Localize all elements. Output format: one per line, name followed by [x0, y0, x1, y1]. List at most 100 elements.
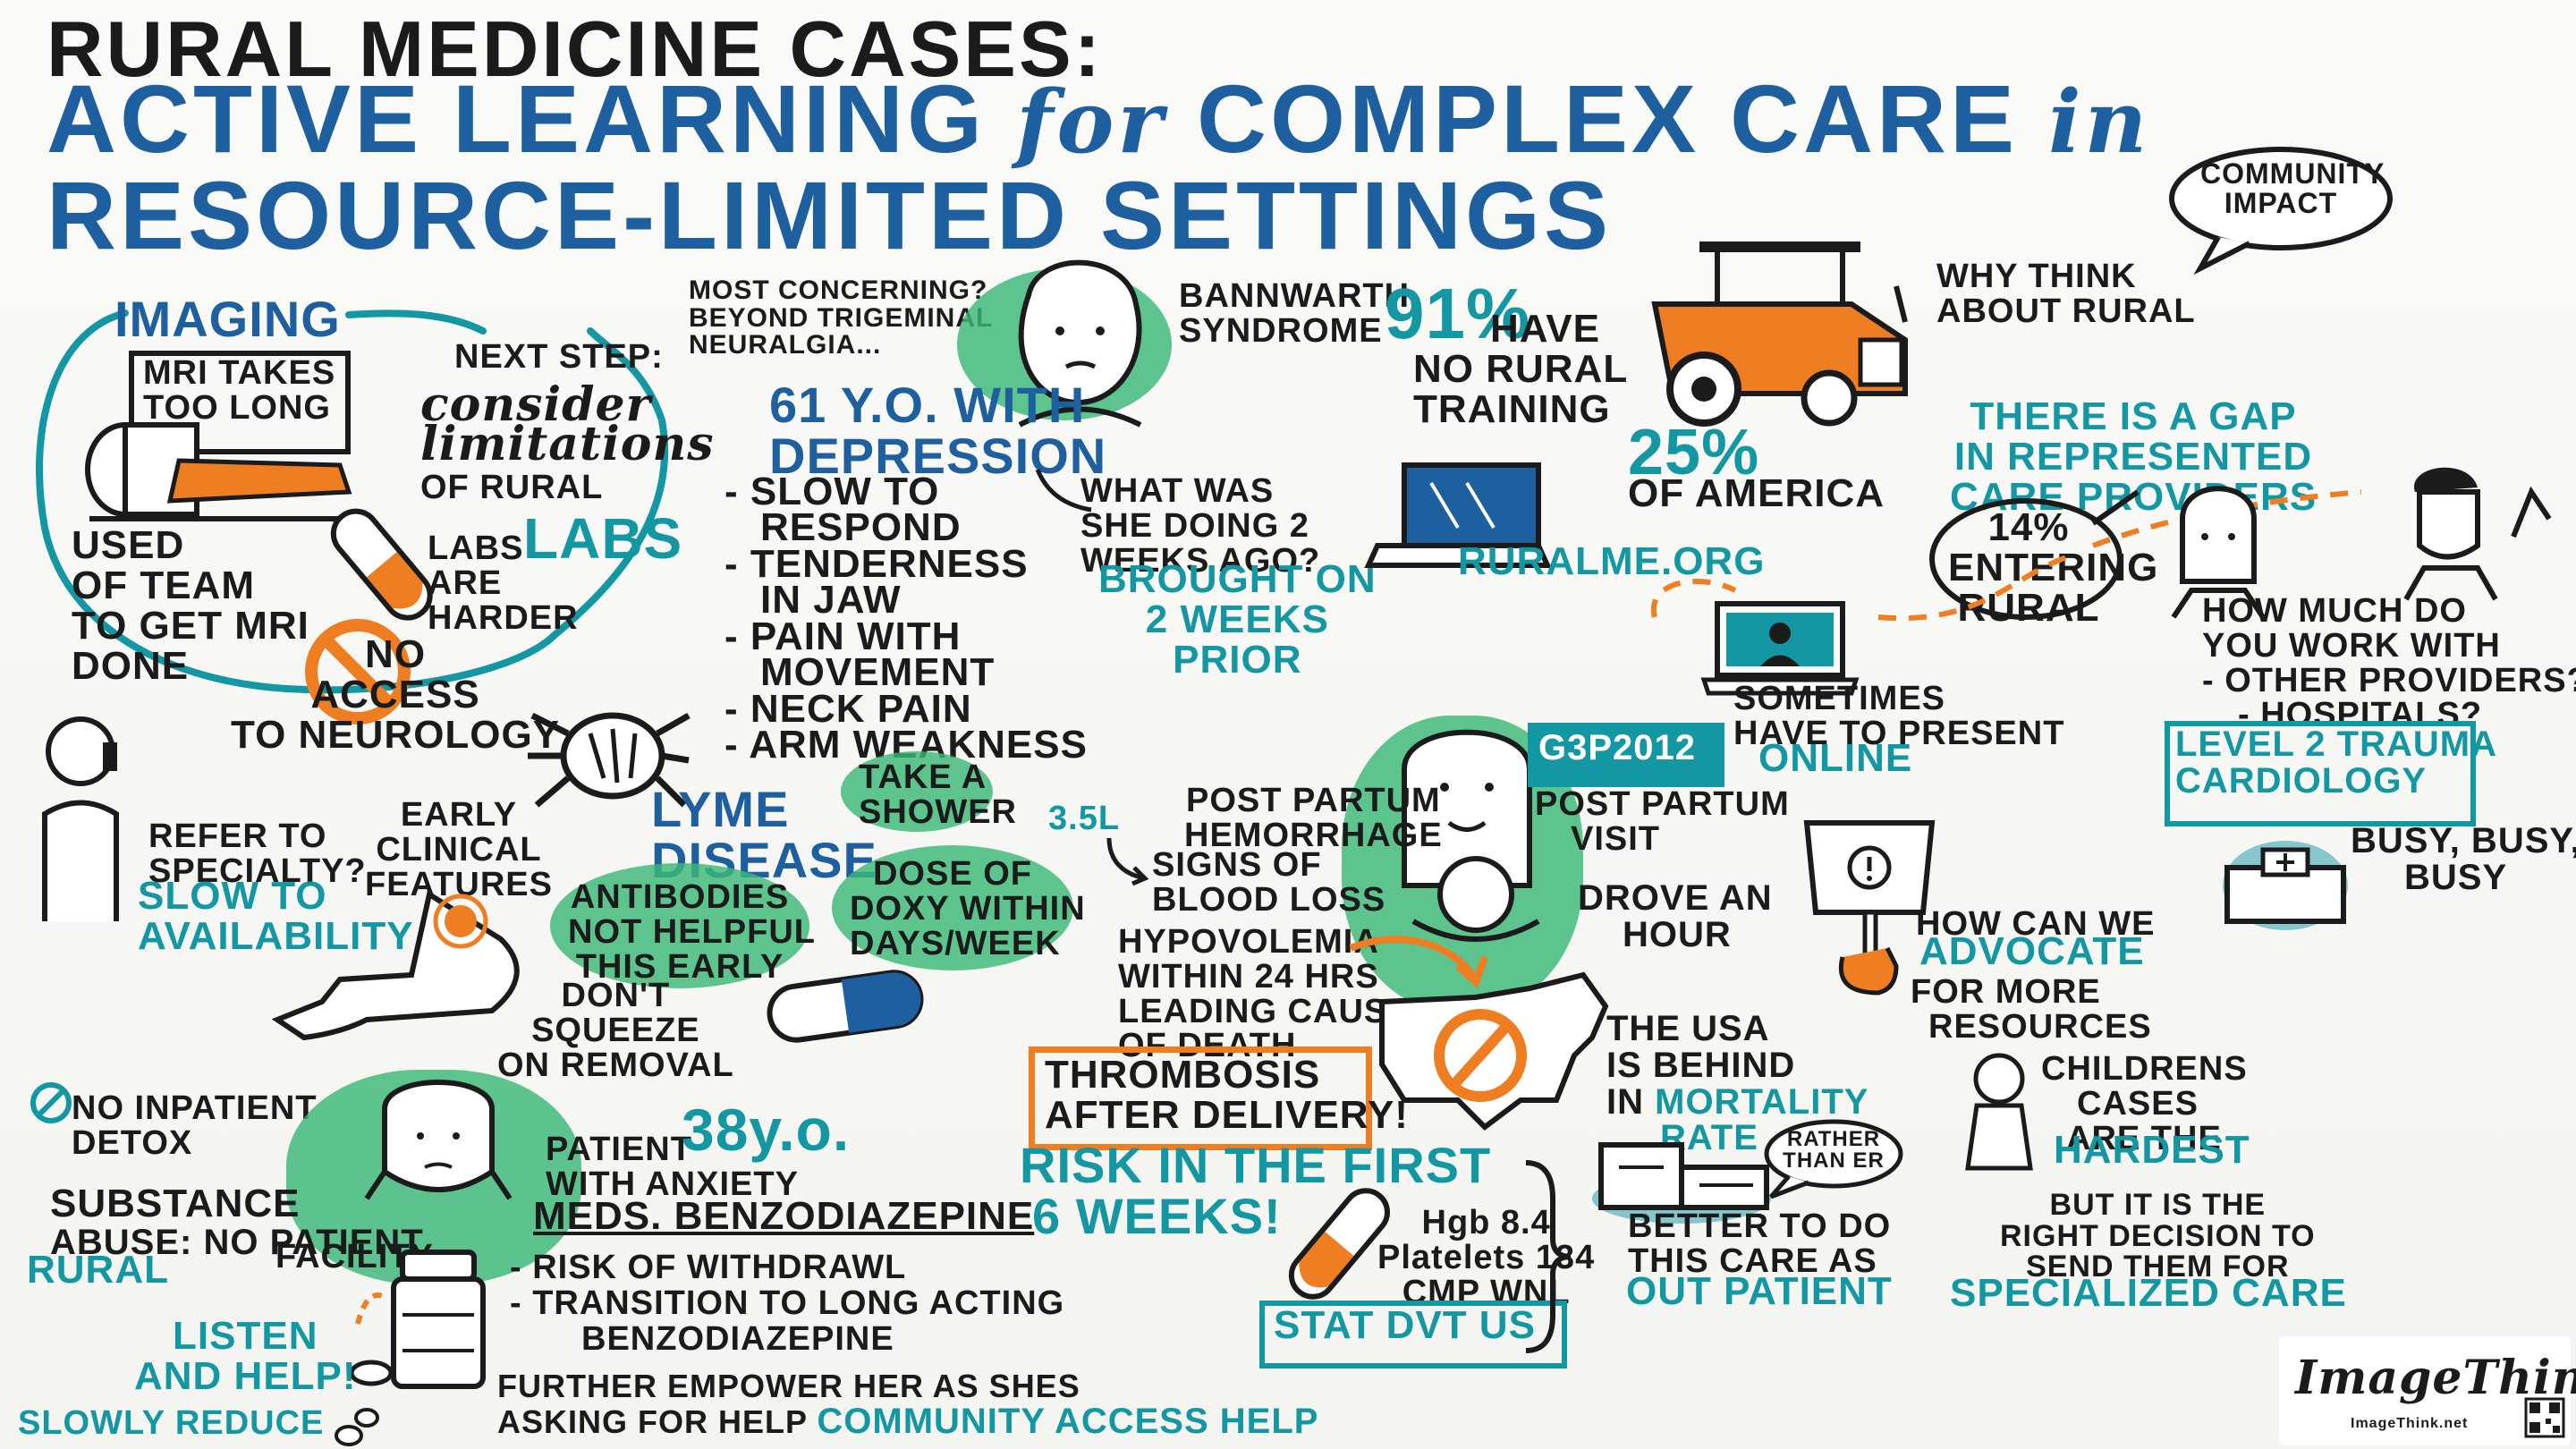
- imagethink-logo-text: ImageThink: [2295, 1351, 2576, 1405]
- community-impact-text: COMMUNITY IMPACT: [2200, 157, 2385, 217]
- drove-line-1: DROVE AN: [1578, 878, 1773, 918]
- shower-blob: [841, 751, 993, 832]
- liters-text: 3.5L: [1048, 800, 1121, 837]
- antibodies-text: ANTIBODIES NOT HELPFUL THIS EARLY: [568, 880, 816, 986]
- and-help-line: AND HELP!: [134, 1353, 357, 1398]
- drove-line-2: HOUR: [1623, 914, 1732, 954]
- brought-line-3: PRIOR: [1173, 637, 1302, 682]
- thrombosis-line-2: AFTER DELIVERY!: [1045, 1092, 1409, 1137]
- no-access-line-2: ACCESS: [310, 672, 480, 716]
- children-cases-text: CHILDRENS CASES ARE THE: [2041, 1052, 2248, 1156]
- mortality-word: MORTALITY: [1655, 1081, 1869, 1122]
- lyme-word: LYME: [651, 781, 790, 837]
- refer-line-2: SPECIALTY?: [148, 852, 367, 890]
- next-step-label: NEXT STEP:: [454, 338, 664, 376]
- risk-withdrawal: - RISK OF WITHDRAWL: [510, 1249, 907, 1286]
- right-decision-text: BUT IT IS THE RIGHT DECISION TO SEND THE…: [2000, 1190, 2316, 1283]
- patient-61-line-1: 61 Y.O. WITH: [769, 377, 1086, 433]
- usa-line-2: IS BEHIND: [1606, 1045, 1796, 1085]
- antibodies-blob: [550, 863, 809, 988]
- sometimes-text: SOMETIMES HAVE TO PRESENT: [1733, 682, 2064, 751]
- title-for: for: [1016, 72, 1166, 173]
- of-rural-label: OF RURAL: [420, 469, 604, 506]
- how-much-line-2: YOU WORK WITH: [2202, 626, 2501, 665]
- labs-harder: HARDER: [428, 598, 579, 637]
- mri-bubble-text: MRI TAKES TOO LONG: [143, 356, 335, 426]
- limitations-line: limitations: [420, 417, 715, 471]
- clinic-building-icon: [1592, 1142, 1771, 1224]
- but-line-3: SEND THEM FOR: [2026, 1250, 2290, 1284]
- test-tube-icon: [330, 508, 433, 621]
- anxious-girl-icon: [364, 1080, 513, 1200]
- advocate-word: ADVOCATE: [1919, 929, 2145, 973]
- imaging-heading: IMAGING: [114, 291, 341, 347]
- level2-text: LEVEL 2 TRAUMA CARDIOLOGY: [2175, 726, 2497, 800]
- gap-line-2: IN REPRESENTED: [1953, 434, 2313, 479]
- anxiety-line: WITH ANXIETY: [546, 1165, 799, 1203]
- stat-25-percent: 25%: [1628, 417, 1760, 488]
- doxy-line-3: DAYS/WEEK: [850, 924, 1061, 962]
- used-line-2: OF TEAM: [72, 563, 255, 607]
- doxy-blob: [832, 845, 1073, 970]
- busy-text: BUSY, BUSY, BUSY: [2351, 823, 2576, 896]
- entering-rural-bubble: [1929, 489, 2140, 620]
- woman-provider-icon: [2171, 486, 2266, 619]
- brought-on-text: BROUGHT ON 2 WEEKS PRIOR: [1098, 557, 1377, 682]
- no-access-text: NO ACCESS TO NEUROLOGY: [231, 634, 560, 756]
- have-line: HAVE: [1490, 307, 1600, 351]
- removal-line: ON REMOVAL: [497, 1046, 734, 1084]
- imagethink-url: ImageThink.net: [2351, 1416, 2469, 1431]
- how-much-line-1: HOW MUCH DO: [2202, 592, 2467, 630]
- level2-box: [2165, 721, 2476, 826]
- entering-pct: 14%: [1987, 505, 2070, 549]
- title-line-3: RESOURCE-LIMITED SETTINGS: [47, 161, 1613, 269]
- sometimes-line-1: SOMETIMES: [1733, 680, 1946, 717]
- mother-baby-icon: [1402, 729, 1540, 942]
- take-line: TAKE A: [859, 758, 987, 796]
- antibodies-line-2: NOT HELPFUL: [568, 912, 816, 951]
- pill-bottle-icon: [349, 1250, 486, 1389]
- doxy-line-2: DOXY WITHIN: [850, 889, 1086, 928]
- no-rural-line: NO RURAL: [1413, 346, 1629, 391]
- hypo-line-1: HYPOVOLEMIA: [1118, 923, 1379, 961]
- slow-availability-text: SLOW TO AVAILABILITY: [138, 876, 414, 957]
- training-line: TRAINING: [1413, 386, 1611, 431]
- resources-line: RESOURCES: [1928, 1007, 2152, 1046]
- bannwarth-line-2: SYNDROME: [1179, 311, 1383, 350]
- no-inpatient-text: NO INPATIENT DETOX: [72, 1091, 317, 1161]
- community-access-help: COMMUNITY ACCESS HELP: [817, 1401, 1319, 1441]
- usa-map-icon: [1379, 971, 1609, 1131]
- symptom-1: - SLOW TO: [724, 470, 940, 513]
- labs-are: ARE: [428, 564, 503, 602]
- tractor-icon: [1651, 242, 1908, 427]
- substance-abuse-text: SUBSTANCE ABUSE: NO PATIENT: [50, 1183, 424, 1261]
- hemorrhage-line-2: HEMORRHAGE: [1184, 816, 1443, 854]
- bannwarth-line-1: BANNWARTH: [1179, 277, 1411, 315]
- shower-line: SHOWER: [859, 792, 1017, 831]
- antibodies-line-3: THIS EARLY: [575, 947, 784, 986]
- g3p-tag: [1528, 723, 1724, 787]
- stat-dvt-text: STAT DVT US: [1274, 1303, 1536, 1347]
- child-icon: [1965, 1053, 2033, 1171]
- concern-line-1: MOST CONCERNING?: [689, 275, 988, 305]
- listen-help-text: LISTEN AND HELP!: [134, 1316, 357, 1398]
- hgb-value: Hgb 8.4: [1421, 1204, 1551, 1241]
- doctor-phone-icon: [42, 716, 119, 921]
- early-line-1: EARLY: [400, 796, 518, 834]
- children-line-2: CASES: [2077, 1084, 2199, 1123]
- symptom-3b: MOVEMENT: [760, 650, 996, 695]
- brought-line-1: BROUGHT ON: [1098, 557, 1377, 601]
- why-line-2: ABOUT RURAL: [1936, 292, 2196, 330]
- mri-speech-bubble: [129, 351, 351, 454]
- tick-icon: [528, 712, 691, 808]
- concern-line-2: BEYOND TRIGEMINAL: [689, 302, 994, 333]
- usa-line-1: THE USA: [1606, 1009, 1770, 1048]
- but-line-2: RIGHT DECISION TO: [2000, 1218, 2316, 1253]
- community-line: COMMUNITY: [2200, 157, 2385, 190]
- signs-line-1: SIGNS OF: [1152, 846, 1322, 884]
- stat-91-percent: 91%: [1385, 274, 1531, 353]
- ruralme-website: RURALME.ORG: [1458, 539, 1766, 583]
- used-team-text: USED OF TEAM TO GET MRI DONE: [72, 525, 309, 687]
- pill-capsule-icon: [767, 970, 924, 1043]
- level2-line-1: LEVEL 2 TRAUMA: [2175, 724, 2497, 764]
